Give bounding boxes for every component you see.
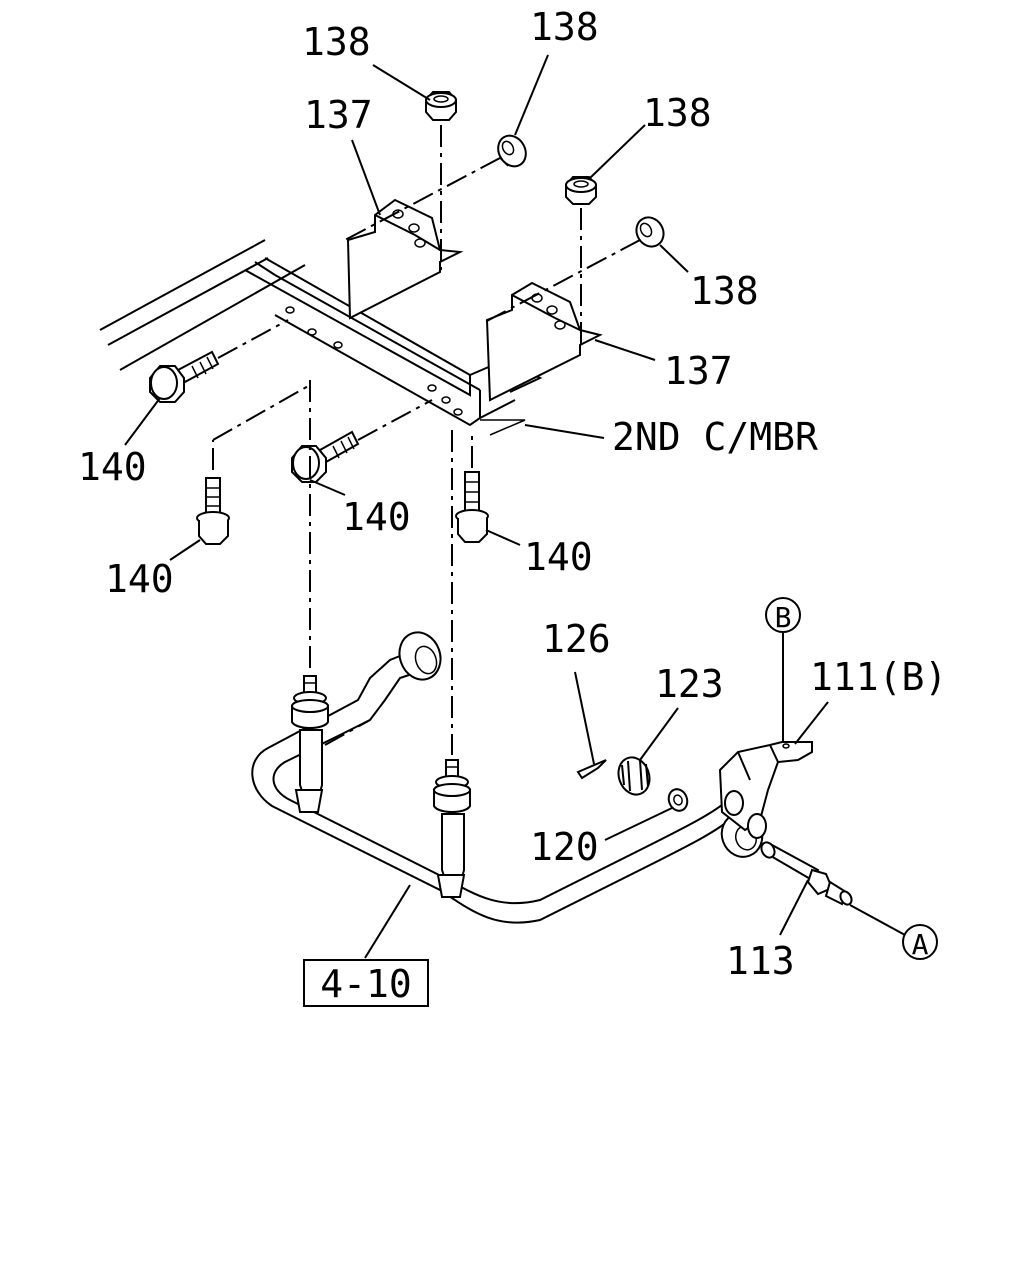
callout-138-c: 138 (643, 91, 712, 135)
callout-123: 123 (655, 662, 724, 706)
svg-text:A: A (912, 928, 929, 961)
callout-120: 120 (530, 825, 599, 869)
bolt-113 (760, 841, 853, 906)
callout-137-b: 137 (664, 349, 733, 393)
washer-120 (667, 788, 689, 812)
stabilizer-bar (251, 631, 764, 924)
svg-text:B: B (775, 601, 792, 634)
frame-rails (99, 239, 306, 371)
callout-113: 113 (726, 939, 795, 983)
bracket-137-upper (346, 198, 464, 320)
callout-140-c: 140 (105, 557, 174, 601)
leader-lines (124, 54, 906, 959)
reference-label: 4-10 (320, 962, 412, 1006)
assembly-lines (212, 125, 641, 755)
callout-140-a: 140 (78, 445, 147, 489)
link-right (433, 759, 471, 898)
callout-137-a: 137 (304, 93, 373, 137)
bracket-111 (718, 741, 813, 839)
bracket-137-lower (485, 281, 603, 402)
callout-126: 126 (542, 617, 611, 661)
link-left (291, 675, 329, 813)
callout-140-b: 140 (342, 495, 411, 539)
nut-138-c (565, 176, 597, 205)
marker-a: A (902, 924, 938, 961)
nut-123 (617, 756, 651, 796)
nut-138-d (635, 216, 665, 248)
nut-138-a (425, 91, 457, 121)
callout-111: 111(B) (810, 655, 947, 699)
callout-138-b: 138 (530, 5, 599, 49)
bolt-140-upper-left (149, 350, 220, 403)
callout-138-d: 138 (690, 269, 759, 313)
marker-b: B (765, 597, 801, 634)
callout-2nd-crossmember: 2ND C/MBR (612, 415, 818, 459)
bolt-140-lower-left (196, 477, 230, 545)
callout-labels: 138 138 138 138 137 137 140 140 140 140 … (78, 5, 947, 983)
nut-138-b (497, 134, 527, 168)
pin-126 (576, 759, 607, 780)
bolt-140-lower-right (455, 471, 489, 543)
bolt-140-mid (291, 430, 360, 483)
callout-140-d: 140 (524, 535, 593, 579)
callout-138-a: 138 (302, 20, 371, 64)
reference-box: 4-10 (303, 959, 429, 1007)
